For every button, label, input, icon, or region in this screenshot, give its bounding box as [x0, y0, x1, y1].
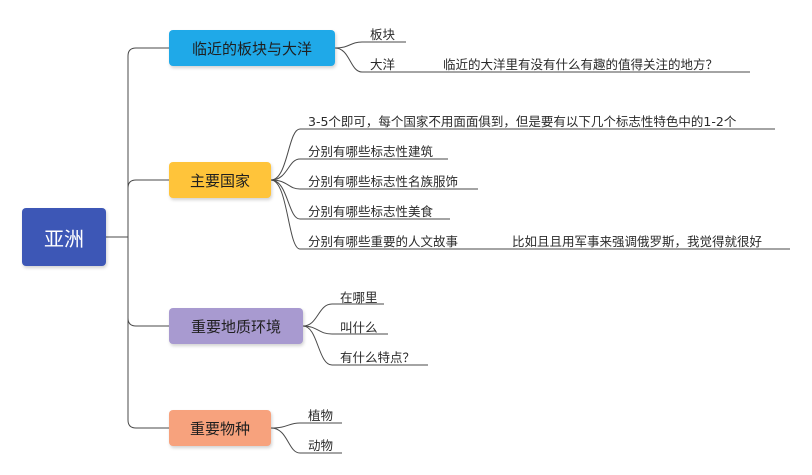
- leaf-plants[interactable]: 植物: [308, 408, 334, 423]
- root-node-asia[interactable]: 亚洲: [22, 208, 106, 266]
- branch-geological-environment[interactable]: 重要地质环境: [169, 308, 303, 344]
- leaf-landmark-buildings[interactable]: 分别有哪些标志性建筑: [308, 144, 434, 159]
- branch-major-countries[interactable]: 主要国家: [169, 162, 271, 198]
- note-oceans[interactable]: 临近的大洋里有没有什么有趣的值得关注的地方？: [443, 57, 719, 72]
- branch-nearby-plates-oceans[interactable]: 临近的板块与大洋: [169, 30, 335, 66]
- trunk-line: [127, 47, 169, 238]
- leaf-name[interactable]: 叫什么: [340, 320, 378, 335]
- leaf-ethnic-costumes[interactable]: 分别有哪些标志性名族服饰: [308, 174, 459, 189]
- leaf-cultural-stories[interactable]: 分别有哪些重要的人文故事: [308, 234, 459, 249]
- branch-important-species[interactable]: 重要物种: [169, 410, 271, 446]
- leaf-oceans[interactable]: 大洋: [370, 57, 396, 72]
- leaf-country-guideline[interactable]: 3-5个即可，每个国家不用面面俱到，但是要有以下几个标志性特色中的1-2个: [308, 114, 737, 129]
- leaf-animals[interactable]: 动物: [308, 438, 334, 453]
- leaf-signature-foods[interactable]: 分别有哪些标志性美食: [308, 204, 434, 219]
- leaf-features[interactable]: 有什么特点？: [340, 350, 416, 365]
- note-cultural-stories[interactable]: 比如且且用军事来强调俄罗斯，我觉得就很好: [512, 234, 763, 249]
- leaf-where[interactable]: 在哪里: [340, 290, 378, 305]
- leaf-plates[interactable]: 板块: [370, 27, 396, 42]
